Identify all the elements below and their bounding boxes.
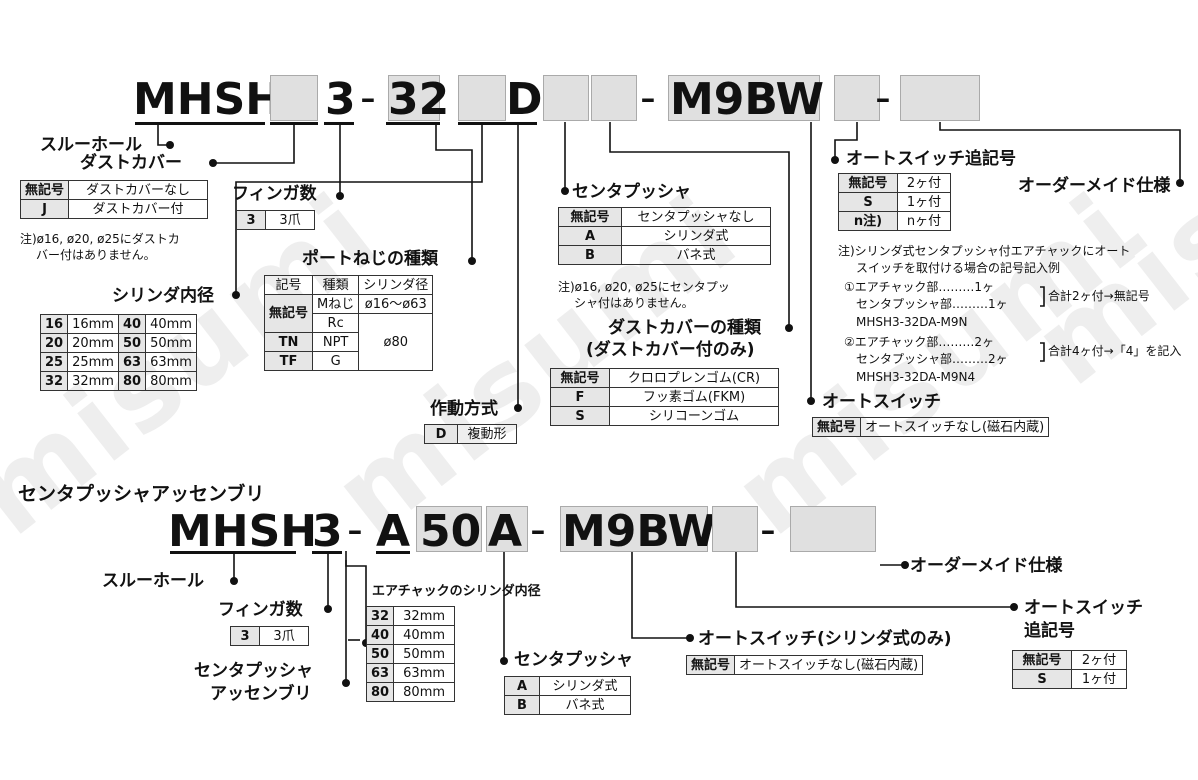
code-box-dust-type	[591, 75, 637, 121]
code-box-center-pusher	[543, 75, 589, 121]
code-box-switch-count	[834, 75, 880, 121]
underline	[386, 122, 440, 125]
note-example-e2a: ②エアチャック部………2ヶ	[844, 335, 995, 349]
underline	[135, 122, 265, 125]
table-auto-switch: 無記号オートスイッチなし(磁石内蔵)	[811, 417, 1050, 437]
label-chuck-bore: エアチャックのシリンダ内径	[372, 584, 541, 599]
code-3: 3	[312, 506, 343, 557]
label-switch-count-1: オートスイッチ	[1024, 598, 1143, 618]
code-box-bore	[416, 506, 482, 552]
code-dash: -	[530, 504, 546, 555]
code-dash: -	[640, 72, 656, 123]
label-through-hole: スルーホール	[40, 135, 142, 155]
note-example-1: 注)シリンダ式センタプッシャ付エアチャックにオート	[838, 244, 1131, 258]
label-order-made: オーダーメイド仕様	[1018, 176, 1171, 196]
code-box-center-pusher	[486, 506, 528, 552]
note-example-e1code: MHSH3-32DA-M9N	[856, 315, 968, 329]
label-dust-cover: ダストカバー	[80, 153, 182, 173]
note-example-e2code: MHSH3-32DA-M9N4	[856, 370, 976, 384]
label-auto-switch: オートスイッチ	[822, 392, 941, 412]
underline	[376, 551, 410, 554]
label-auto-switch: オートスイッチ(シリンダ式のみ)	[698, 629, 952, 649]
code-m9bw: M9BW	[562, 506, 717, 557]
note-example-e2b: センタプッシャ部………2ヶ	[856, 352, 1008, 366]
code-dash: -	[875, 72, 891, 123]
code-dash: -	[347, 504, 363, 555]
label-center-pusher: センタプッシャ	[572, 182, 691, 202]
note-example-e1sum: 合計2ヶ付→無記号	[1048, 289, 1150, 303]
code-a: A	[488, 506, 523, 557]
label-dust-cover-type-sub: (ダストカバー付のみ)	[586, 340, 755, 360]
note-example-2: スイッチを取付ける場合の記号記入例	[856, 261, 1061, 275]
note-example-e1b: センタプッシャ部………1ヶ	[856, 297, 1008, 311]
code-dash: -	[760, 504, 776, 555]
code-box-order-made	[900, 75, 980, 121]
bottom-title: センタプッシャアッセンブリ	[18, 483, 265, 505]
label-finger-count: フィンガ数	[218, 600, 303, 620]
code-50: 50	[420, 506, 482, 557]
code-32: 32	[388, 74, 450, 125]
code-box-auto-switch	[560, 506, 708, 552]
code-box-through-hole	[270, 75, 318, 121]
code-box-bore	[388, 75, 440, 121]
label-finger-count: フィンガ数	[232, 184, 317, 204]
underline	[458, 122, 506, 125]
label-port-thread: ポートねじの種類	[302, 249, 438, 269]
code-mhsh: MHSH	[168, 506, 318, 557]
label-center-assembly-1: センタプッシャ	[194, 661, 313, 681]
code-box-auto-switch	[668, 75, 820, 121]
underline	[170, 551, 296, 554]
code-box-order-made	[790, 506, 876, 552]
underline	[270, 122, 318, 125]
note-example-e2sum: 合計4ヶ付→「4」を記入	[1048, 344, 1182, 358]
code-mhsh: MHSH	[133, 74, 283, 125]
code-box-switch-count	[712, 506, 758, 552]
underline	[312, 551, 342, 554]
label-cylinder-bore: シリンダ内径	[112, 286, 214, 306]
note-dust-cover-1: 注)ø16, ø20, ø25にダストカ	[20, 232, 180, 246]
underline	[324, 122, 354, 125]
note-center-pusher-1: 注)ø16, ø20, ø25にセンタプッ	[558, 280, 730, 294]
label-dust-cover-type: ダストカバーの種類	[608, 318, 761, 338]
code-a: A	[376, 506, 411, 557]
code-d: D	[506, 74, 543, 125]
code-box-port	[458, 75, 506, 121]
note-center-pusher-2: シャ付はありません。	[574, 296, 694, 310]
table-auto-switch: 無記号オートスイッチなし(磁石内蔵)	[685, 655, 924, 675]
label-order-made: オーダーメイド仕様	[910, 556, 1063, 576]
code-dash: -	[360, 72, 376, 123]
underline	[505, 122, 537, 125]
label-center-pusher: センタプッシャ	[514, 650, 633, 670]
label-center-assembly-2: アッセンブリ	[210, 684, 312, 704]
note-dust-cover-2: バー付はありません。	[36, 248, 156, 262]
note-example-e1a: ①エアチャック部………1ヶ	[844, 280, 995, 294]
code-3: 3	[325, 74, 356, 125]
code-m9bw: M9BW	[670, 74, 825, 125]
label-switch-count-2: 追記号	[1024, 621, 1075, 641]
label-switch-count: オートスイッチ追記号	[846, 149, 1016, 169]
label-action-type: 作動方式	[430, 399, 498, 419]
label-through-hole: スルーホール	[102, 571, 204, 591]
